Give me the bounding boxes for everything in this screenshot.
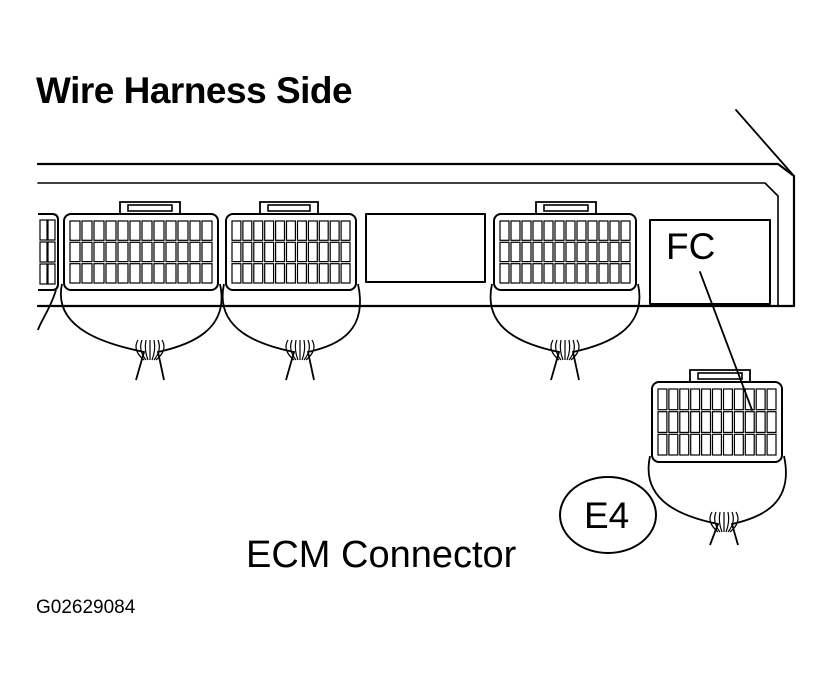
caption: ECM Connector	[246, 534, 517, 576]
connector-1	[59, 201, 223, 381]
connector-3	[489, 201, 641, 381]
diagram-title: Wire Harness Side	[36, 70, 353, 111]
blank-panel	[365, 213, 486, 283]
fc-label: FC	[666, 226, 716, 267]
e4-callout-circle	[559, 476, 657, 554]
connector-e4-detail	[647, 369, 787, 546]
figure-code: G02629084	[36, 597, 136, 618]
leader-line-top	[735, 109, 795, 177]
connector-partial-left	[37, 213, 59, 331]
fc-terminal-box	[649, 219, 771, 305]
connector-id-label: E4	[584, 495, 630, 536]
ecm-face-inner	[37, 182, 779, 307]
connector-2	[221, 201, 361, 381]
fc-leader-line	[699, 271, 753, 411]
